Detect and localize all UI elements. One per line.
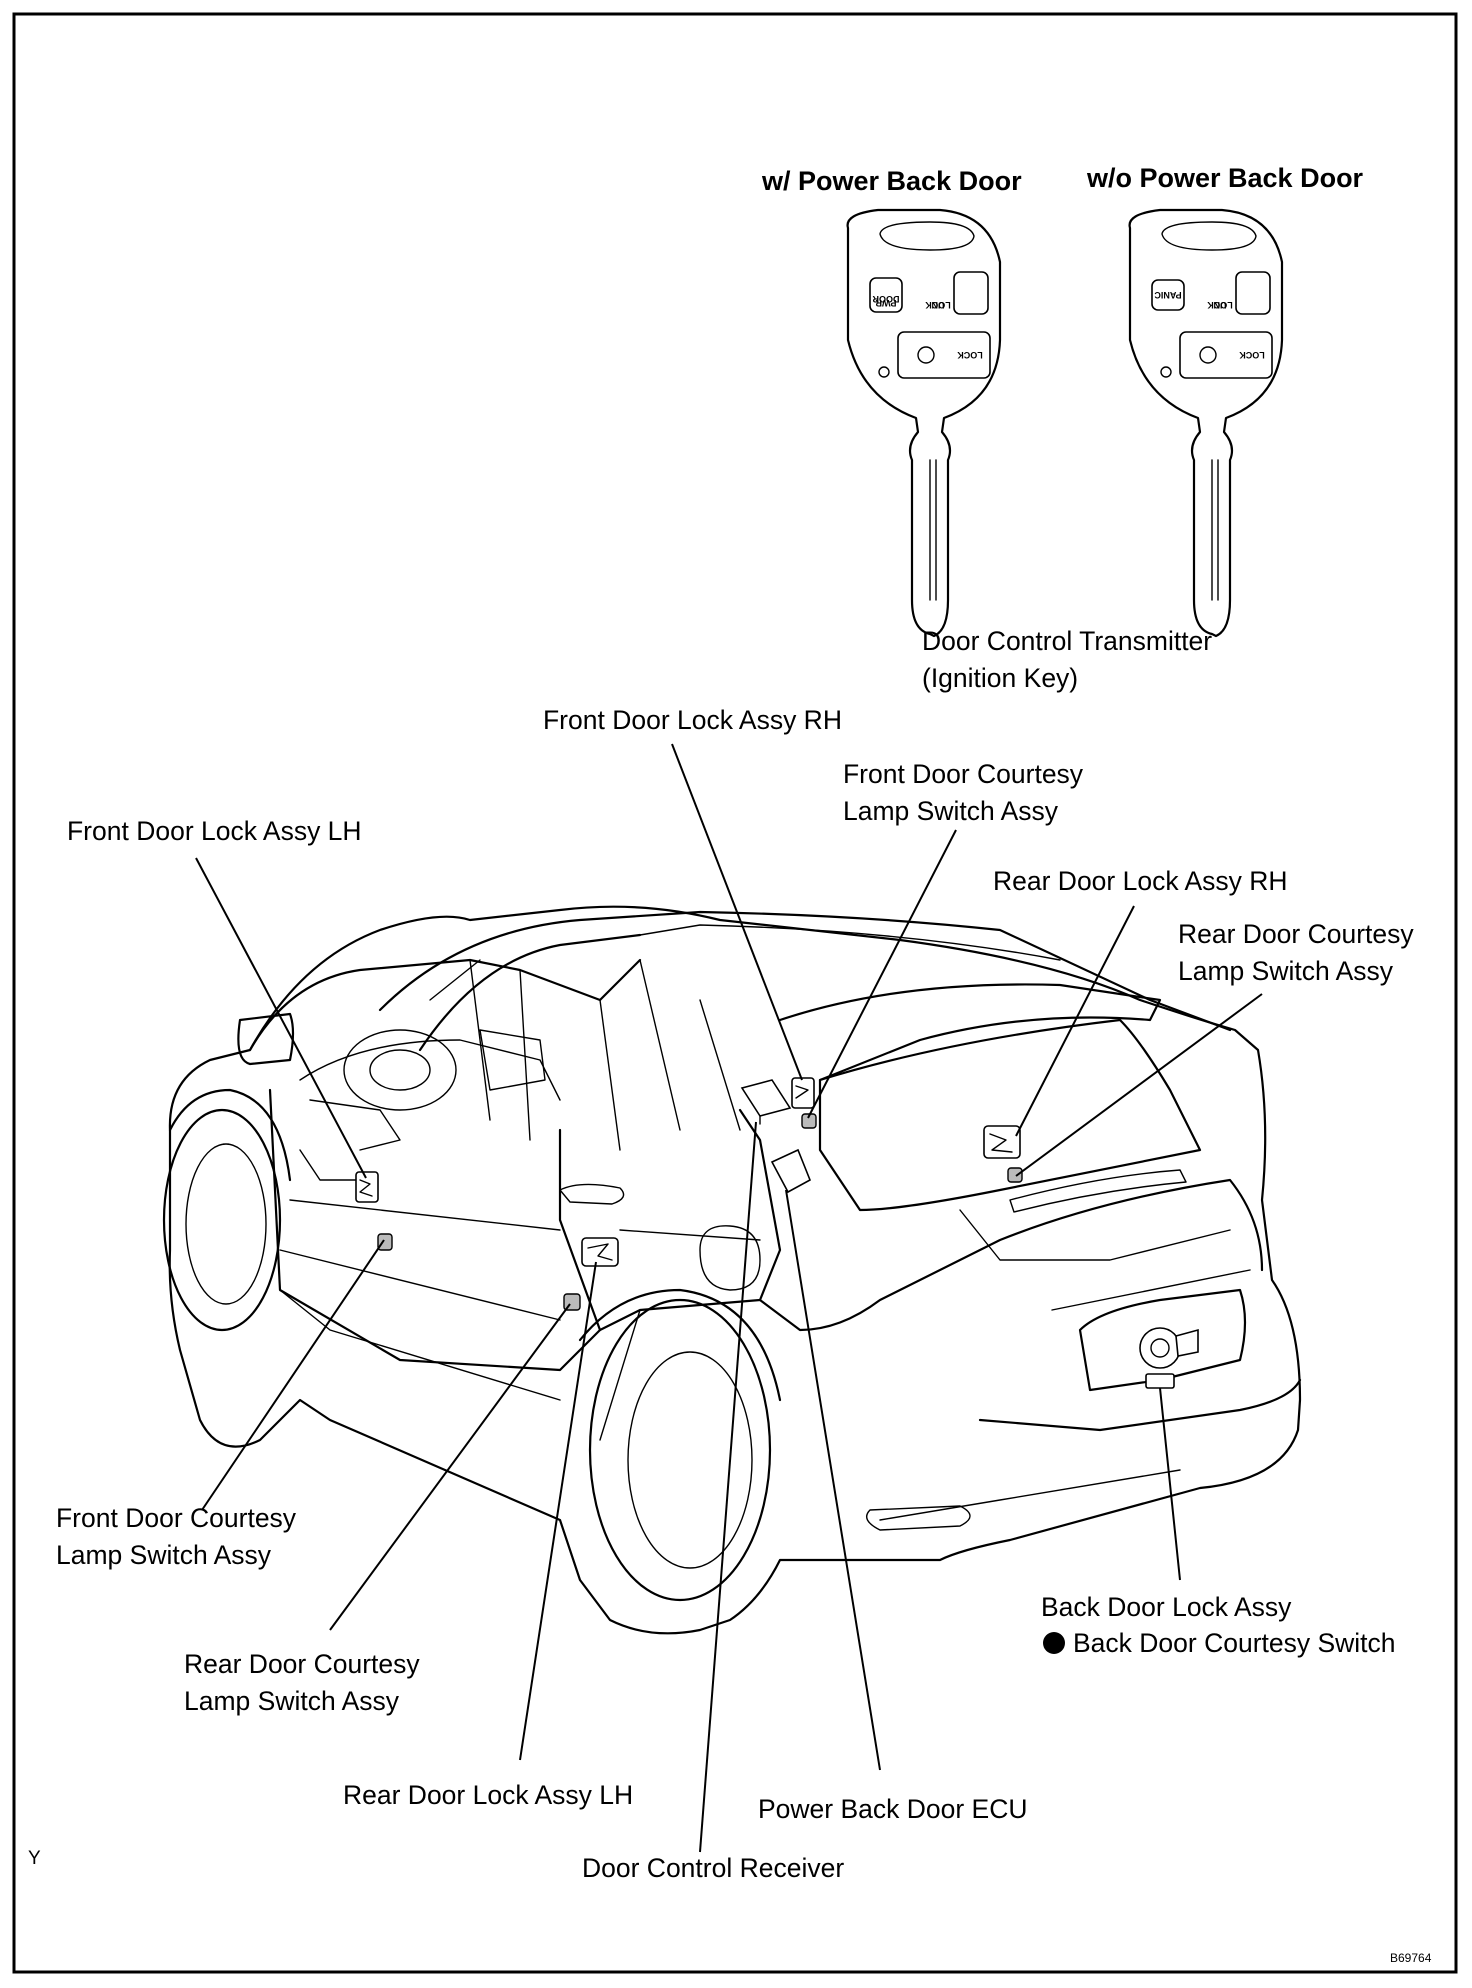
part-power-back-door-ecu	[770, 1148, 812, 1194]
label-front-door-courtesy-lh-line1: Front Door Courtesy	[56, 1503, 297, 1533]
leader-lines	[195, 743, 1263, 1853]
part-front-door-courtesy-switch-lh	[377, 1233, 393, 1251]
part-rear-door-lock-lh	[581, 1237, 619, 1267]
svg-text:PANIC: PANIC	[1154, 290, 1182, 300]
bullet-back-door-courtesy-switch	[1043, 1632, 1065, 1654]
vehicle-outline	[162, 905, 1302, 1635]
heading-without-power-back-door: w/o Power Back Door	[1086, 163, 1364, 193]
key-without-power-back-door: PANIC UN LOCK LOCK	[1128, 208, 1284, 638]
label-transmitter-line1: Door Control Transmitter	[922, 626, 1212, 656]
label-door-control-receiver: Door Control Receiver	[582, 1853, 844, 1883]
label-back-door-courtesy-switch: Back Door Courtesy Switch	[1073, 1628, 1396, 1658]
label-front-door-courtesy-rh-line1: Front Door Courtesy	[843, 759, 1084, 789]
svg-text:LOCK: LOCK	[957, 350, 983, 360]
label-back-door-lock: Back Door Lock Assy	[1041, 1592, 1292, 1622]
label-transmitter-line2: (Ignition Key)	[922, 663, 1078, 693]
heading-with-power-back-door: w/ Power Back Door	[761, 166, 1022, 196]
label-front-door-lock-lh: Front Door Lock Assy LH	[67, 816, 362, 846]
label-rear-door-lock-rh: Rear Door Lock Assy RH	[993, 866, 1288, 896]
label-front-door-lock-rh: Front Door Lock Assy RH	[543, 705, 842, 735]
key-with-power-back-door: PWR DOOR UN LOCK LOCK	[846, 208, 1002, 638]
svg-text:PWR: PWR	[875, 298, 896, 308]
svg-text:LOCK: LOCK	[925, 300, 951, 310]
label-front-door-courtesy-lh-line2: Lamp Switch Assy	[56, 1540, 272, 1570]
label-rear-door-courtesy-lh-line1: Rear Door Courtesy	[184, 1649, 420, 1679]
svg-text:UN: UN	[1214, 300, 1227, 310]
part-rear-door-courtesy-switch-rh	[1007, 1167, 1023, 1183]
figure-border	[12, 12, 1458, 1974]
label-front-door-courtesy-rh-line2: Lamp Switch Assy	[843, 796, 1059, 826]
svg-text:DOOR: DOOR	[872, 294, 900, 304]
part-rear-door-lock-rh	[983, 1125, 1021, 1159]
part-back-door-lock	[1139, 1327, 1199, 1389]
label-rear-door-courtesy-rh-line2: Lamp Switch Assy	[1178, 956, 1394, 986]
label-rear-door-lock-lh: Rear Door Lock Assy LH	[343, 1780, 633, 1810]
part-door-control-receiver	[740, 1079, 792, 1125]
figure-code: B69764	[1390, 1951, 1432, 1965]
label-rear-door-courtesy-rh-line1: Rear Door Courtesy	[1178, 919, 1414, 949]
label-power-back-door-ecu: Power Back Door ECU	[758, 1794, 1028, 1824]
label-rear-door-courtesy-lh-line2: Lamp Switch Assy	[184, 1686, 400, 1716]
svg-text:LOCK: LOCK	[1239, 350, 1265, 360]
part-front-door-lock-rh	[791, 1077, 815, 1109]
svg-text:LOCK: LOCK	[1207, 300, 1233, 310]
part-front-door-lock-lh	[355, 1171, 379, 1203]
corner-mark: Y	[28, 1848, 41, 1869]
svg-text:UN: UN	[932, 300, 945, 310]
